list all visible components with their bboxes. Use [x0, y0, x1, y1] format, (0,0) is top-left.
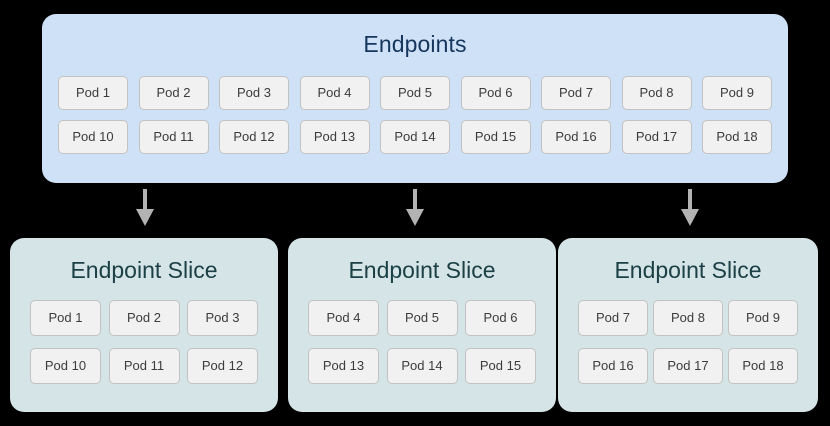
endpoint-slice-pod-grid: Pod 1 Pod 2 Pod 3 Pod 10 Pod 11 Pod 12: [30, 300, 258, 396]
pod-chip[interactable]: Pod 12: [219, 120, 289, 154]
pod-chip[interactable]: Pod 7: [578, 300, 648, 336]
pod-chip[interactable]: Pod 5: [380, 76, 450, 110]
pod-chip[interactable]: Pod 16: [578, 348, 648, 384]
pod-chip[interactable]: Pod 4: [308, 300, 379, 336]
endpoints-pod-grid: Pod 1 Pod 2 Pod 3 Pod 4 Pod 5 Pod 6 Pod …: [58, 76, 772, 164]
pod-chip[interactable]: Pod 8: [653, 300, 723, 336]
pod-chip[interactable]: Pod 2: [108, 300, 180, 336]
arrow-head: [406, 209, 424, 226]
endpoint-slice-pod-row: Pod 4 Pod 5 Pod 6: [308, 300, 536, 336]
pod-chip[interactable]: Pod 12: [187, 348, 258, 384]
pod-chip[interactable]: Pod 9: [728, 300, 798, 336]
endpoint-slice-title: Endpoint Slice: [614, 257, 762, 283]
pod-chip[interactable]: Pod 6: [460, 76, 531, 110]
pod-chip[interactable]: Pod 13: [308, 348, 379, 384]
down-arrow-icon: [679, 189, 701, 226]
pod-chip[interactable]: Pod 17: [621, 120, 692, 154]
endpoint-slice-container-3: Endpoint Slice Pod 7 Pod 8 Pod 9 Pod 16 …: [558, 238, 818, 412]
down-arrow-icon: [404, 189, 426, 226]
pod-chip[interactable]: Pod 18: [702, 120, 772, 154]
pod-chip[interactable]: Pod 6: [465, 300, 536, 336]
arrow-head: [681, 209, 699, 226]
pod-chip[interactable]: Pod 13: [299, 120, 370, 154]
pod-chip[interactable]: Pod 3: [187, 300, 258, 336]
pod-chip[interactable]: Pod 7: [541, 76, 611, 110]
endpoint-slice-pod-grid: Pod 7 Pod 8 Pod 9 Pod 16 Pod 17 Pod 18: [578, 300, 798, 396]
endpoint-slice-pod-row: Pod 7 Pod 8 Pod 9: [578, 300, 798, 336]
arrow-head: [136, 209, 154, 226]
endpoint-slice-pod-grid: Pod 4 Pod 5 Pod 6 Pod 13 Pod 14 Pod 15: [308, 300, 536, 396]
endpoints-container: Endpoints Pod 1 Pod 2 Pod 3 Pod 4 Pod 5 …: [42, 14, 788, 183]
arrow-stem: [413, 189, 417, 211]
pod-chip[interactable]: Pod 15: [465, 348, 536, 384]
pod-chip[interactable]: Pod 18: [728, 348, 798, 384]
pod-chip[interactable]: Pod 9: [702, 76, 772, 110]
endpoints-title: Endpoints: [363, 31, 467, 57]
down-arrow-icon: [134, 189, 156, 226]
endpoint-slice-pod-row: Pod 13 Pod 14 Pod 15: [308, 348, 536, 384]
endpoints-pod-row: Pod 1 Pod 2 Pod 3 Pod 4 Pod 5 Pod 6 Pod …: [58, 76, 772, 110]
pod-chip[interactable]: Pod 2: [138, 76, 209, 110]
pod-chip[interactable]: Pod 17: [653, 348, 723, 384]
endpoint-slice-title: Endpoint Slice: [348, 257, 496, 283]
pod-chip[interactable]: Pod 5: [386, 300, 458, 336]
endpoints-pod-row: Pod 10 Pod 11 Pod 12 Pod 13 Pod 14 Pod 1…: [58, 120, 772, 154]
endpoint-slice-pod-row: Pod 10 Pod 11 Pod 12: [30, 348, 258, 384]
endpoint-slice-container-1: Endpoint Slice Pod 1 Pod 2 Pod 3 Pod 10 …: [10, 238, 278, 412]
pod-chip[interactable]: Pod 1: [58, 76, 128, 110]
endpoint-slice-pod-row: Pod 1 Pod 2 Pod 3: [30, 300, 258, 336]
pod-chip[interactable]: Pod 3: [219, 76, 289, 110]
endpoint-slice-container-2: Endpoint Slice Pod 4 Pod 5 Pod 6 Pod 13 …: [288, 238, 556, 412]
pod-chip[interactable]: Pod 10: [30, 348, 101, 384]
pod-chip[interactable]: Pod 10: [58, 120, 128, 154]
pod-chip[interactable]: Pod 4: [299, 76, 370, 110]
pod-chip[interactable]: Pod 15: [460, 120, 531, 154]
endpoint-slice-title: Endpoint Slice: [70, 257, 218, 283]
arrow-stem: [688, 189, 692, 211]
pod-chip[interactable]: Pod 14: [386, 348, 458, 384]
endpoint-slice-pod-row: Pod 16 Pod 17 Pod 18: [578, 348, 798, 384]
pod-chip[interactable]: Pod 14: [380, 120, 450, 154]
pod-chip[interactable]: Pod 16: [541, 120, 611, 154]
pod-chip[interactable]: Pod 8: [621, 76, 692, 110]
pod-chip[interactable]: Pod 1: [30, 300, 101, 336]
pod-chip[interactable]: Pod 11: [138, 120, 209, 154]
arrow-stem: [143, 189, 147, 211]
pod-chip[interactable]: Pod 11: [108, 348, 180, 384]
